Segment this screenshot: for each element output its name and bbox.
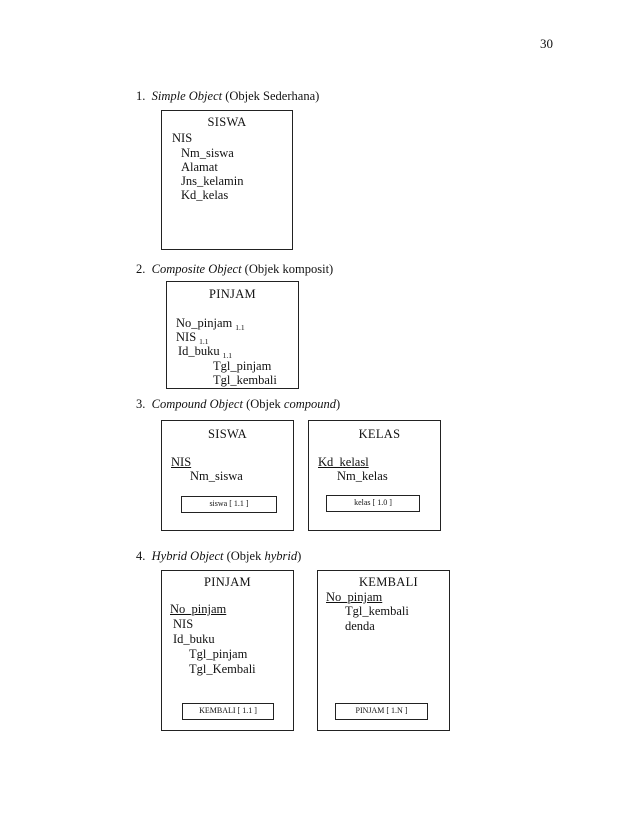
compound-siswa-box: SISWA NIS Nm_siswa siswa [ 1.1 ] <box>161 420 294 531</box>
hybrid-kembali-tag: PINJAM [ 1.N ] <box>335 703 428 720</box>
hybrid-kembali-field: denda <box>345 619 375 633</box>
section-2-heading: 2. Composite Object (Objek komposit) <box>136 262 334 276</box>
compound-kelas-key: Kd_kelasl <box>318 455 369 469</box>
hybrid-pinjam-box: PINJAM No_pinjam NIS Id_buku Tgl_pinjam … <box>161 570 294 731</box>
section-3-heading: 3. Compound Object (Objek compound) <box>136 397 341 411</box>
hybrid-kembali-title: KEMBALI <box>358 575 419 589</box>
simple-siswa-box: SISWA NIS Nm_siswa Alamat Jns_kelamin Kd… <box>161 110 293 250</box>
page-number: 30 <box>540 36 553 51</box>
simple-siswa-title: SISWA <box>207 115 247 129</box>
hybrid-pinjam-field: Id_buku <box>173 632 215 646</box>
section-1-heading: 1. Simple Object (Objek Sederhana) <box>136 89 320 103</box>
section-4-heading: 4. Hybrid Object (Objek hybrid) <box>136 549 302 563</box>
compound-kelas-title: KELAS <box>358 427 401 441</box>
hybrid-pinjam-key: No_pinjam <box>170 602 227 616</box>
compound-kelas-box: KELAS Kd_kelasl Nm_kelas kelas [ 1.0 ] <box>308 420 441 531</box>
simple-field: Nm_siswa <box>181 146 234 160</box>
compound-siswa-key: NIS <box>171 455 192 469</box>
simple-field: Jns_kelamin <box>181 174 244 188</box>
simple-field: NIS <box>172 131 193 145</box>
hybrid-pinjam-field: Tgl_pinjam <box>189 647 248 661</box>
hybrid-kembali-box: KEMBALI No_pinjam Tgl_kembali denda PINJ… <box>317 570 450 731</box>
simple-field: Alamat <box>181 160 218 174</box>
compound-siswa-title: SISWA <box>207 427 247 441</box>
hybrid-pinjam-tag: KEMBALI [ 1.1 ] <box>182 703 274 720</box>
hybrid-pinjam-title: PINJAM <box>204 575 251 589</box>
composite-field: Tgl_kembali <box>213 373 277 387</box>
compound-kelas-tag: kelas [ 1.0 ] <box>326 495 420 512</box>
hybrid-kembali-key: No_pinjam <box>326 590 383 604</box>
compound-siswa-field: Nm_siswa <box>190 469 243 483</box>
hybrid-kembali-field: Tgl_kembali <box>345 604 409 618</box>
compound-kelas-field: Nm_kelas <box>337 469 388 483</box>
simple-field: Kd_kelas <box>181 188 229 202</box>
hybrid-pinjam-field: NIS <box>173 617 194 631</box>
composite-field: Tgl_pinjam <box>213 359 272 373</box>
compound-siswa-tag: siswa [ 1.1 ] <box>181 496 277 513</box>
composite-pinjam-title: PINJAM <box>209 287 256 301</box>
hybrid-pinjam-field: Tgl_Kembali <box>189 662 256 676</box>
